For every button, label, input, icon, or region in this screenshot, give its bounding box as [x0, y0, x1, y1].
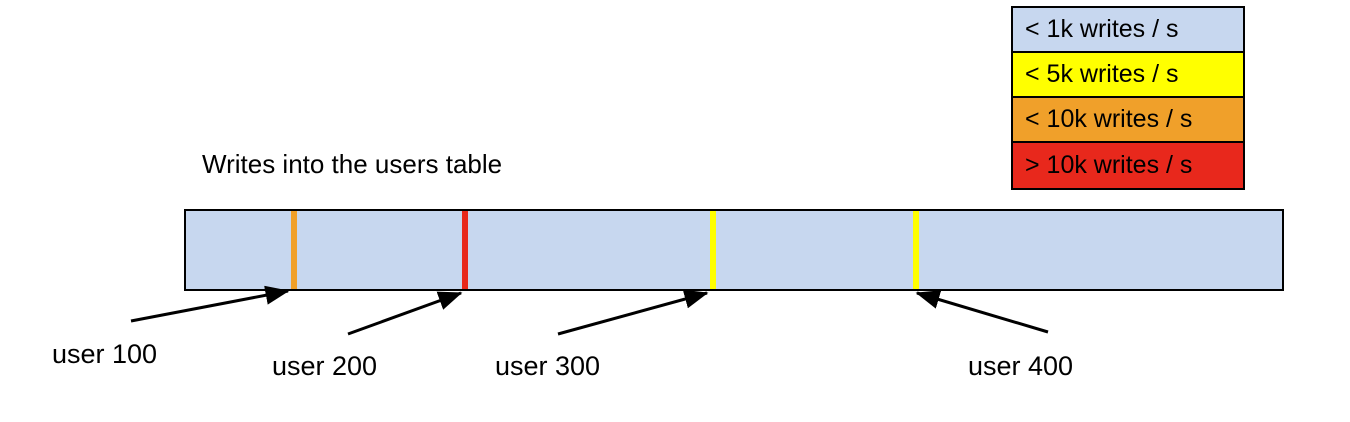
legend-label-gt-10k: > 10k writes / s: [1025, 151, 1193, 179]
stripe-user-400: [913, 211, 919, 289]
label-user-400: user 400: [968, 351, 1074, 381]
legend-row-gt-10k: > 10k writes / s: [1013, 143, 1243, 188]
stripe-user-300: [710, 211, 716, 289]
legend-row-lt-5k: < 5k writes / s: [1013, 53, 1243, 98]
stripe-user-100: [291, 211, 297, 289]
legend-row-lt-1k: < 1k writes / s: [1013, 8, 1243, 53]
legend-row-lt-10k: < 10k writes / s: [1013, 98, 1243, 143]
arrow-user-100: [130, 285, 290, 323]
legend-label-lt-1k: < 1k writes / s: [1025, 15, 1179, 43]
arrow-user-200: [347, 291, 463, 336]
stripe-user-200: [462, 211, 468, 289]
users-table-bar: [184, 209, 1284, 291]
arrow-user-300: [557, 289, 709, 336]
legend-label-lt-10k: < 10k writes / s: [1025, 105, 1193, 133]
write-rate-legend: < 1k writes / s < 5k writes / s < 10k wr…: [1011, 6, 1245, 190]
chart-title: Writes into the users table: [202, 149, 503, 179]
label-user-200: user 200: [272, 351, 378, 381]
arrow-user-400: [915, 290, 1049, 334]
label-user-100: user 100: [52, 339, 158, 369]
legend-label-lt-5k: < 5k writes / s: [1025, 60, 1179, 88]
label-user-300: user 300: [495, 351, 601, 381]
